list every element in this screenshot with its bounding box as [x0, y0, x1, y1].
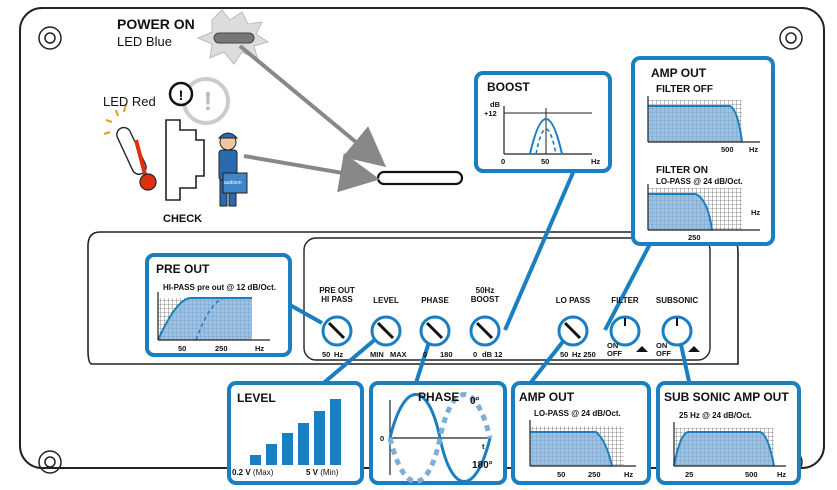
mount-hole-bl	[38, 450, 62, 474]
mechanic-icon	[217, 132, 248, 207]
filter-on-tick: 250	[688, 233, 701, 242]
scale-max: dB 12	[482, 350, 503, 359]
control-label-subsonic: SUBSONIC	[655, 296, 699, 305]
pre-out-tick: 50	[178, 344, 187, 353]
boost-y-unit: dB	[490, 100, 500, 109]
amp-out-bottom-graph	[529, 420, 636, 467]
pre-out-sub: HI-PASS pre out @ 12 dB/Oct.	[163, 283, 276, 292]
boost-y-value: +12	[484, 109, 497, 118]
status-led-slot	[376, 170, 464, 186]
phase-t-label: t	[482, 442, 485, 451]
amp-out-bottom-tick: Hz	[624, 470, 634, 479]
scale-min: 0	[423, 350, 428, 359]
scale-min: 50	[322, 350, 331, 359]
amp-out-bottom-tick: 250	[588, 470, 601, 479]
phase-title: PHASE	[418, 390, 460, 404]
svg-text:!: !	[204, 86, 213, 116]
amp-out-top-title: AMP OUT	[651, 66, 707, 80]
subsonic-symbol-icon	[688, 346, 700, 352]
scale-max: Hz 250	[572, 350, 596, 359]
mechanic-badge: audison	[224, 180, 242, 186]
scale-min: 50	[560, 350, 569, 359]
pre-out-title: PRE OUT	[156, 262, 210, 276]
warning-icon: ! !	[168, 77, 230, 125]
amp-out-bottom-sub: LO-PASS @ 24 dB/Oct.	[534, 409, 621, 418]
control-strip	[303, 237, 711, 361]
level-max-label: 0.2 V (Max)	[232, 468, 274, 477]
boost-x-tick: 0	[501, 157, 506, 166]
filter-on-graph	[647, 184, 760, 231]
amp-out-bottom-tick: 50	[557, 470, 566, 479]
control-label-filter: FILTER	[611, 296, 639, 305]
knob-pre-out-hi-pass	[321, 315, 353, 347]
scale-max: 180	[440, 350, 453, 359]
pre-out-graph	[157, 292, 270, 341]
level-min-label: 5 V (Min)	[306, 468, 339, 477]
filter-off-label: FILTER OFF	[656, 84, 714, 95]
level-title: LEVEL	[237, 391, 276, 405]
switch-filter	[609, 315, 641, 347]
filter-on-sub: LO-PASS @ 24 dB/Oct.	[656, 177, 743, 186]
filter-on-unit: Hz	[751, 208, 761, 217]
filter-on-label: FILTER ON	[656, 165, 709, 176]
subsonic-tick: 500	[745, 470, 758, 479]
knob-level	[370, 315, 402, 347]
heatsink-icon	[165, 119, 205, 201]
scale-min: MIN	[370, 350, 384, 359]
filter-off-graph	[647, 96, 760, 143]
filter-off-tick: 500	[721, 145, 734, 154]
svg-text:!: !	[179, 87, 184, 103]
pre-out-tick: 250	[215, 344, 228, 353]
scale-max: MAX	[390, 350, 407, 359]
phase-bottom-label: 180°	[472, 460, 493, 471]
control-label-lo-pass: LO PASS	[555, 296, 591, 305]
pre-out-tick: Hz	[255, 344, 265, 353]
boost-graph	[503, 106, 592, 155]
boost-x-tick: Hz	[591, 157, 601, 166]
phase-origin-label: 0	[380, 434, 385, 443]
switch-subsonic	[661, 315, 693, 347]
level-bars	[250, 399, 341, 465]
led-blue	[213, 32, 255, 44]
power-on-title: POWER ON	[117, 16, 195, 32]
led-red-label: LED Red	[103, 94, 156, 109]
amp-out-bottom-title: AMP OUT	[519, 390, 575, 404]
subsonic-title: SUB SONIC AMP OUT	[664, 390, 789, 404]
check-label: CHECK	[163, 213, 203, 225]
subsonic-sub: 25 Hz @ 24 dB/Oct.	[679, 411, 752, 420]
power-led-label: LED Blue	[117, 34, 172, 49]
phase-graph	[387, 392, 493, 484]
phase-top-label: 0°	[470, 396, 480, 407]
knob-boost	[469, 315, 501, 347]
boost-title: BOOST	[487, 80, 530, 94]
filter-off-tick: Hz	[749, 145, 759, 154]
control-label-phase: PHASE	[421, 296, 449, 305]
filter-symbol-icon	[636, 346, 648, 352]
boost-panel	[474, 71, 612, 173]
control-label-level: LEVEL	[373, 296, 399, 305]
subsonic-tick: 25	[685, 470, 694, 479]
thermometer-icon	[103, 103, 157, 191]
boost-x-tick: 50	[541, 157, 550, 166]
subsonic-graph	[673, 422, 786, 467]
scale-max: Hz	[334, 350, 344, 359]
mount-hole-tl	[38, 26, 62, 50]
knob-phase	[419, 315, 451, 347]
scale-min: 0	[473, 350, 478, 359]
knob-lo-pass	[557, 315, 589, 347]
mount-hole-tr	[779, 26, 803, 50]
subsonic-tick: Hz	[777, 470, 787, 479]
level-panel	[227, 381, 364, 485]
